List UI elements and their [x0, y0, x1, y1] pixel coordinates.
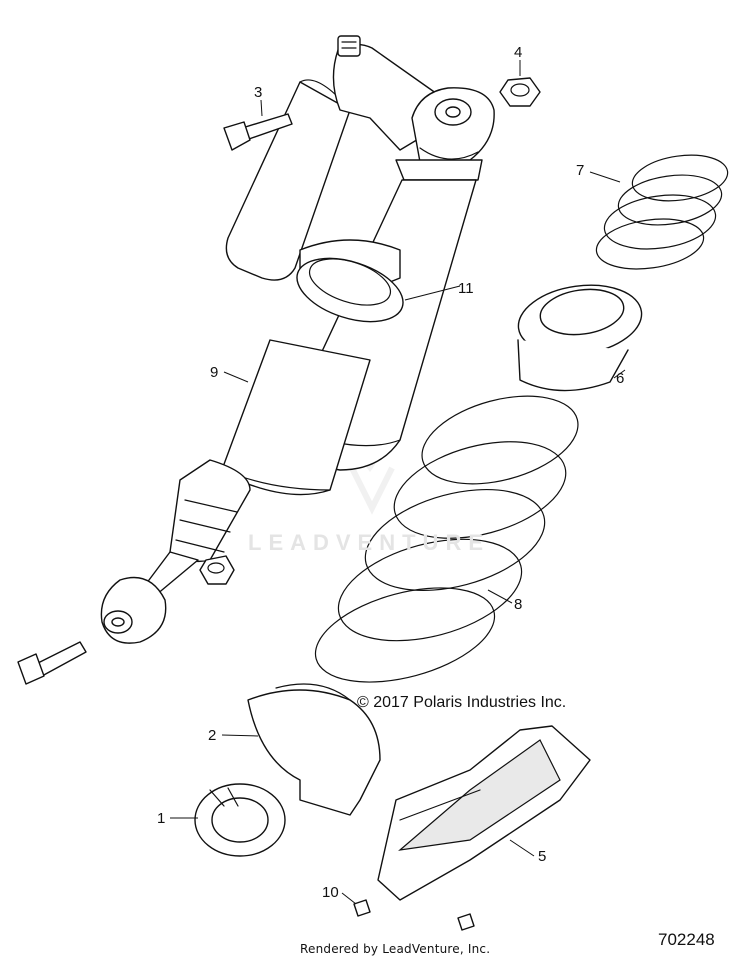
spring-seat-ring [296, 257, 404, 323]
shock-guard [377, 725, 591, 901]
callout-10: 10 [322, 884, 339, 901]
split-collar [194, 783, 286, 857]
callout-7: 7 [576, 162, 585, 179]
bolt-upper [223, 113, 293, 151]
callout-1: 1 [157, 810, 166, 827]
bolt-lower [17, 641, 87, 685]
callout-9: 9 [210, 364, 219, 381]
upper-spring [595, 154, 729, 270]
watermark-text: LEADVENTURE [248, 530, 491, 555]
callout-2: 2 [208, 727, 217, 744]
callout-8: 8 [514, 596, 523, 613]
screw-small [353, 899, 475, 931]
retainer-plate [247, 683, 381, 816]
shock-lower-eyelet [100, 576, 167, 644]
figure-number: 702248 [658, 930, 715, 949]
shock-shaft-bumpstop [139, 459, 251, 601]
copyright-text: © 2017 Polaris Industries Inc. [357, 694, 567, 711]
rendered-by-text: Rendered by LeadVenture, Inc. [300, 942, 491, 956]
spring-seat-cup [517, 284, 643, 392]
shock-top-eyelet [411, 87, 495, 163]
nut-upper [499, 77, 541, 107]
callout-4: 4 [514, 44, 523, 61]
callout-11: 11 [458, 280, 474, 297]
leader-lines [170, 60, 626, 905]
callout-6: 6 [616, 370, 625, 387]
callout-5: 5 [538, 848, 547, 865]
nut-lower [199, 555, 235, 585]
main-spring [314, 395, 579, 683]
callout-3: 3 [254, 84, 263, 101]
